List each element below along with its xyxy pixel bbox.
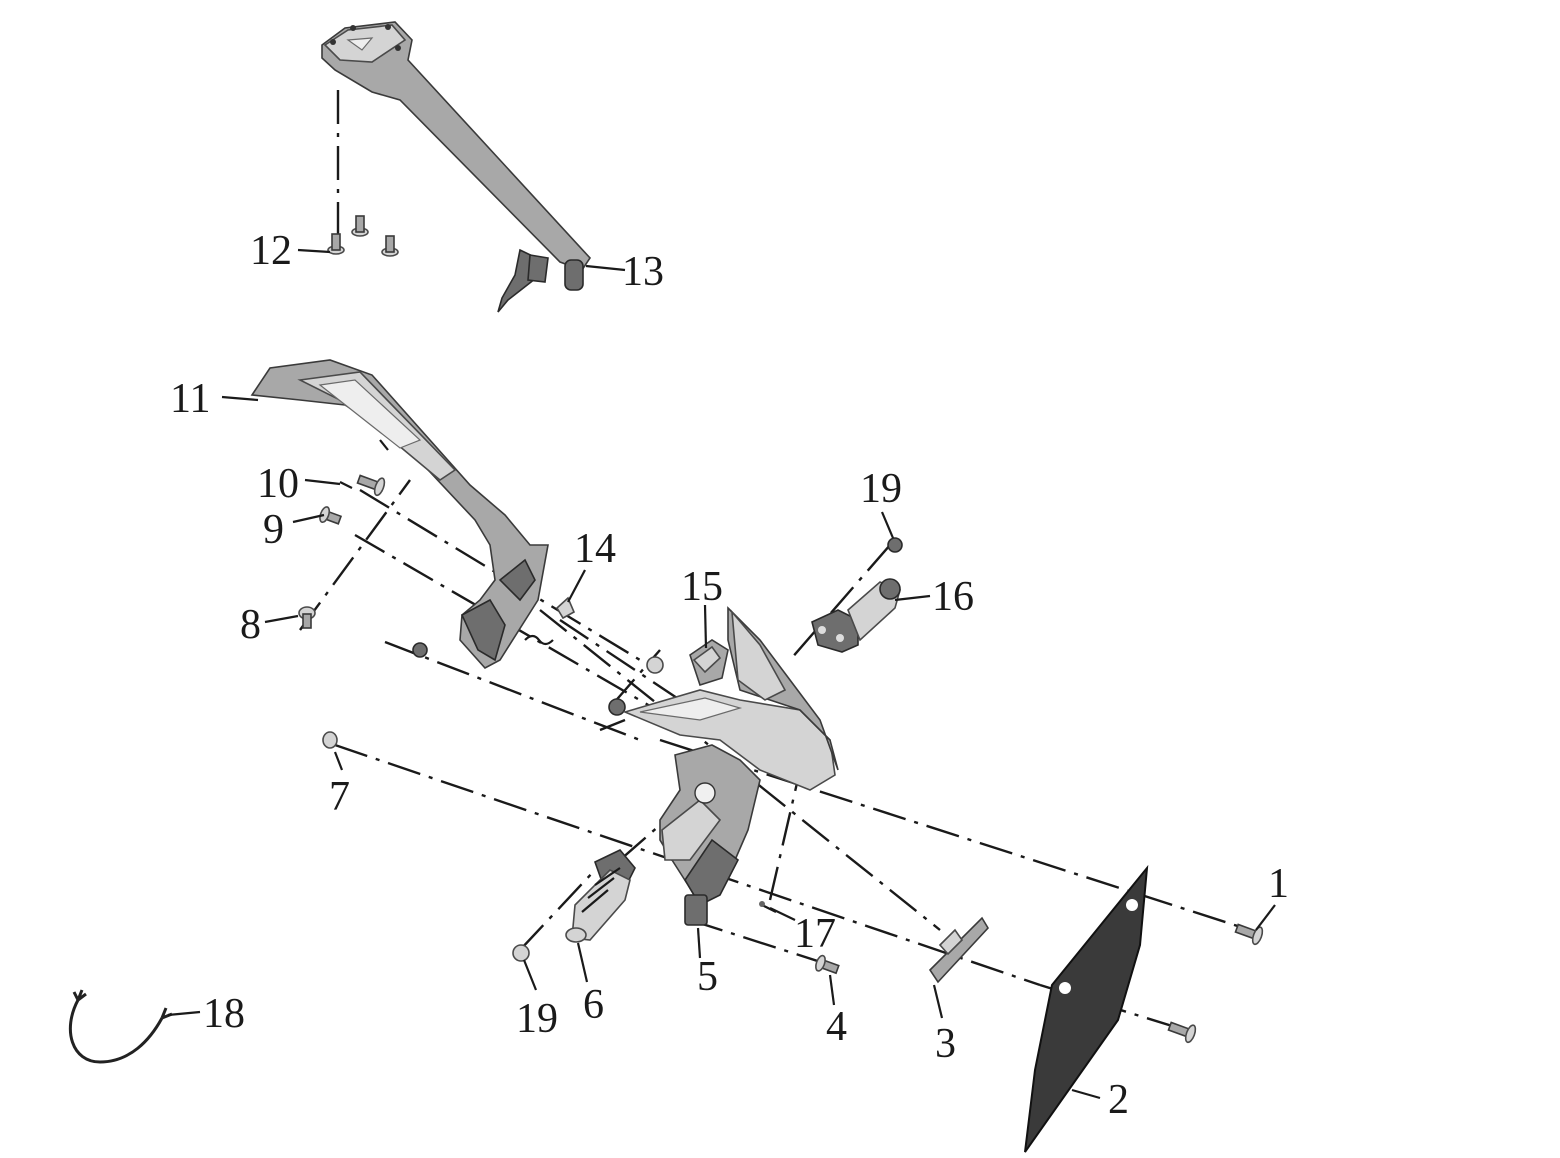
fender-bracket-5 <box>622 606 839 926</box>
reflector-3 <box>928 916 989 984</box>
callout-19-upper: 19 <box>860 466 902 512</box>
footpeg-6 <box>565 849 636 943</box>
callout-10: 10 <box>257 461 299 507</box>
screw-8 <box>298 606 316 629</box>
license-plate-2 <box>1024 864 1149 1153</box>
bolt-19-upper <box>887 537 903 553</box>
callout-15: 15 <box>681 564 723 610</box>
callout-6: 6 <box>583 982 604 1028</box>
clip-14 <box>524 596 576 646</box>
callout-14: 14 <box>574 526 616 572</box>
callout-19-lower: 19 <box>516 996 558 1042</box>
footpeg-16 <box>811 578 901 653</box>
callout-labels: 1 2 3 4 5 6 7 8 9 10 11 12 13 14 15 16 1… <box>170 228 1289 1123</box>
assembly-axes <box>299 90 1251 1032</box>
callout-4: 4 <box>826 1004 847 1050</box>
callout-5: 5 <box>697 954 718 1000</box>
bracket-13 <box>321 21 592 313</box>
bracket-11 <box>250 359 549 670</box>
callout-12: 12 <box>250 228 292 274</box>
callout-2: 2 <box>1108 1077 1129 1123</box>
nuts <box>412 642 664 716</box>
bolt-19-lower <box>512 944 530 962</box>
leader-lines <box>167 248 1276 1100</box>
callout-11: 11 <box>170 376 210 422</box>
nut-7 <box>322 731 338 749</box>
screw-10 <box>339 474 386 497</box>
screw-9 <box>319 506 343 525</box>
callout-17: 17 <box>794 911 836 957</box>
bolts-1 <box>1167 923 1264 1044</box>
bracket-15 <box>689 639 729 687</box>
bolt-4 <box>815 954 840 975</box>
wire-harness-18 <box>68 989 173 1064</box>
callout-8: 8 <box>240 602 261 648</box>
screws-12 <box>327 215 399 257</box>
callout-9: 9 <box>263 507 284 553</box>
callout-3: 3 <box>935 1021 956 1067</box>
callout-18: 18 <box>203 991 245 1037</box>
callout-1: 1 <box>1268 861 1289 907</box>
callout-16: 16 <box>932 574 974 620</box>
callout-13: 13 <box>622 249 664 295</box>
callout-7: 7 <box>329 774 350 820</box>
